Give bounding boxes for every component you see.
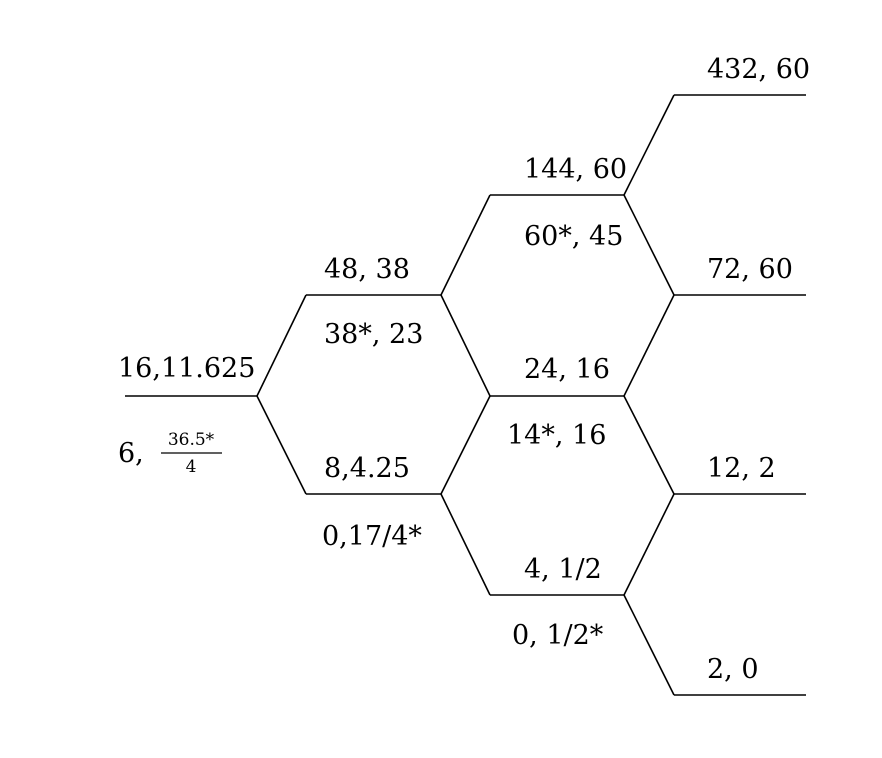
edge-root-down [256, 395, 307, 495]
edge-root-up [256, 294, 307, 397]
root-fraction-numerator: 36.5* [168, 430, 215, 450]
level1-bottom-lower-label: 0,17/4* [322, 521, 422, 552]
edge-l2top-up [623, 94, 675, 196]
level2-bottom-lower-label: 0, 1/2* [512, 620, 604, 651]
leaf-2-label: 72, 60 [707, 254, 793, 285]
edge-l1bottom-up [440, 395, 491, 495]
root-fraction: 36.5* 4 [161, 430, 222, 477]
edge-l2bot-up [623, 493, 675, 596]
leaf-1-label: 432, 60 [707, 54, 810, 85]
level2-top-upper-label: 144, 60 [524, 154, 627, 185]
edge-l2top-down [623, 194, 675, 296]
level1-bottom-upper-label: 8,4.25 [324, 453, 410, 484]
edge-l2bot-down [623, 594, 675, 696]
edge-l2mid-down [623, 395, 675, 495]
level2-middle-upper-label: 24, 16 [524, 354, 610, 385]
level2-middle-lower-label: 14*, 16 [507, 420, 606, 451]
level2-top-lower-label: 60*, 45 [524, 221, 623, 252]
edge-l1bottom-down [440, 493, 491, 596]
root-lower-label: 6, [118, 438, 144, 469]
root-fraction-denominator: 4 [186, 457, 197, 477]
root-upper-label: 16,11.625 [118, 353, 255, 384]
edge-l1top-up [440, 194, 491, 296]
leaf-4-label: 2, 0 [707, 654, 759, 685]
level1-top-lower-label: 38*, 23 [324, 319, 423, 350]
level1-top-upper-label: 48, 38 [324, 254, 410, 285]
edge-l1top-down [440, 294, 491, 397]
tree-edges [125, 94, 806, 696]
node-labels: 16,11.625 6, 36.5* 4 48, 38 38*, 23 8,4.… [118, 54, 810, 685]
leaf-3-label: 12, 2 [707, 453, 776, 484]
edge-l2mid-up [623, 294, 675, 397]
level2-bottom-upper-label: 4, 1/2 [524, 554, 602, 585]
